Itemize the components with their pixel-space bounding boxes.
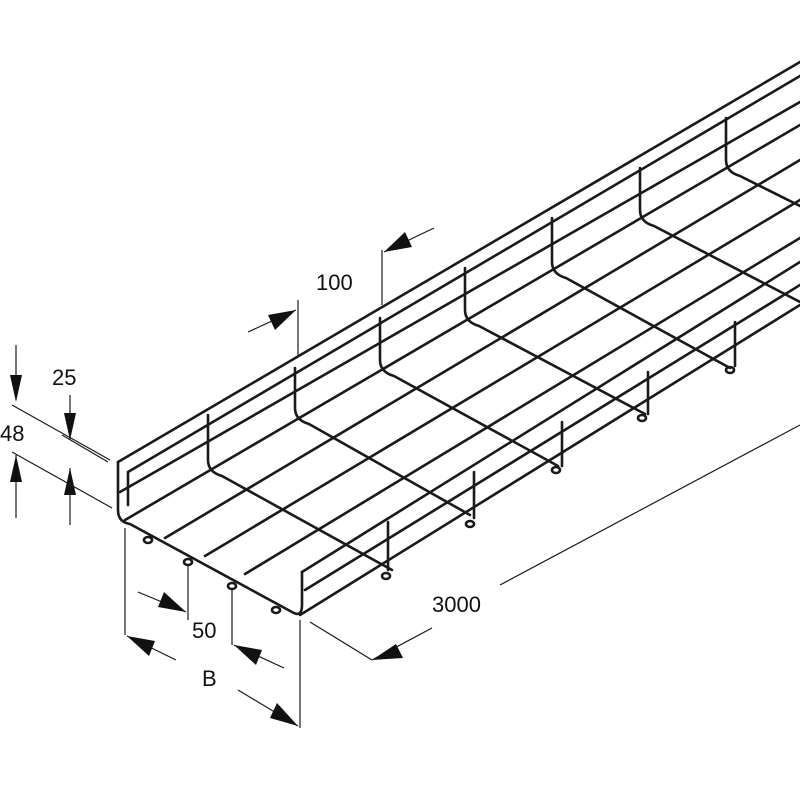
arrow-head xyxy=(268,310,296,330)
end-frame-near xyxy=(116,460,304,616)
dimension-50: 50 xyxy=(137,565,285,669)
cable-tray-body xyxy=(116,60,800,617)
dimension-100: 100 xyxy=(247,227,435,355)
dimension-B: B xyxy=(124,528,301,728)
dimension-3000: 3000 xyxy=(309,424,800,661)
dimension-25: 25 xyxy=(10,345,111,463)
arrow-head xyxy=(234,645,262,665)
far-side-posts xyxy=(386,320,737,572)
dimension-label-100: 100 xyxy=(316,270,353,295)
arrow-head xyxy=(384,232,412,252)
dimension-48: 48 xyxy=(0,421,113,525)
arrow-head xyxy=(10,455,22,482)
longitudinal-wires xyxy=(116,60,800,617)
dimension-label-25: 25 xyxy=(52,365,76,390)
arrow-head xyxy=(270,703,298,726)
arrow-head xyxy=(158,592,186,612)
arrow-head xyxy=(372,644,403,660)
dimension-label-50: 50 xyxy=(192,618,216,643)
arrow-head xyxy=(64,413,76,440)
weld-points xyxy=(142,365,736,615)
dimension-label-3000: 3000 xyxy=(432,592,481,617)
dimension-label-48: 48 xyxy=(0,421,24,446)
transverse-wires xyxy=(206,116,800,572)
arrow-head xyxy=(10,375,22,402)
arrow-head xyxy=(64,468,76,495)
dimension-label-B: B xyxy=(202,666,217,691)
arrow-head xyxy=(127,636,155,656)
